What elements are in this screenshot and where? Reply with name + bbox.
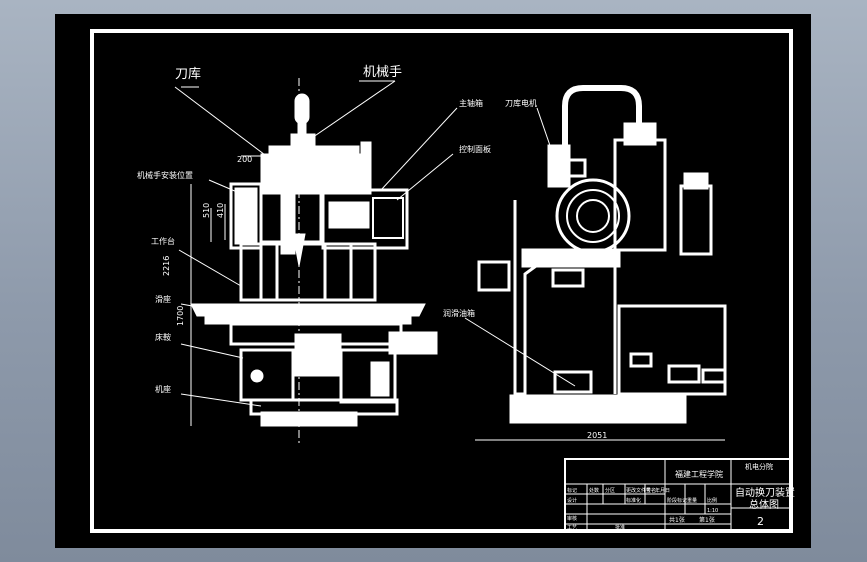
dim-510: 510 [202, 203, 211, 218]
label-lube-tank: 润滑油箱 [443, 308, 475, 318]
tb-subtitle: 总体图 [749, 498, 779, 511]
tb-stage: 阶段标记 [667, 497, 687, 504]
label-magazine-motor: 刀库电机 [505, 98, 537, 108]
tb-sign-3: 更改文件号 [626, 487, 651, 494]
label-worktable: 工作台 [151, 236, 175, 246]
dim-410: 410 [216, 203, 225, 218]
title-block: 福建工程学院 机电分院 自动换刀装置 总体图 2 标记 处数 分区 更改文件号 … [564, 458, 795, 532]
drawing-border [90, 29, 793, 533]
label-tool-magazine: 刀库 [175, 66, 201, 82]
tb-dept: 机电分院 [745, 462, 773, 471]
tb-process: 工艺 [567, 525, 577, 531]
label-spindle-box: 主轴箱 [459, 98, 483, 108]
dim-2051: 2051 [587, 431, 607, 440]
tb-sign-2: 分区 [605, 487, 615, 494]
tb-design: 设计 [567, 497, 577, 504]
dim-2216: 2216 [162, 256, 171, 276]
tb-sign-1: 处数 [589, 487, 599, 494]
label-bed: 机座 [155, 384, 171, 394]
dim-200: 200 [237, 155, 252, 164]
tb-std: 标准化 [626, 497, 641, 504]
tb-sheet-no: 2 [757, 515, 764, 528]
cad-drawing: 刀库 机械手 主轴箱 刀库电机 控制面板 机械手安装位置 工作台 滑座 床鞍 机… [90, 29, 795, 533]
dim-1700: 1700 [176, 306, 185, 326]
leaders [174, 80, 725, 441]
tb-company: 福建工程学院 [675, 469, 723, 479]
label-control-panel: 控制面板 [459, 144, 491, 154]
label-saddle: 滑座 [155, 294, 171, 304]
tb-sign-4: 签名 [646, 487, 656, 494]
tb-sheet-of: 第1张 [699, 516, 715, 524]
front-view [190, 78, 438, 444]
drawing-sheet: 刀库 机械手 主轴箱 刀库电机 控制面板 机械手安装位置 工作台 滑座 床鞍 机… [55, 14, 811, 548]
tb-scale-label: 比例 [707, 497, 717, 504]
tb-sign-0: 标记 [567, 487, 577, 494]
tb-sheets: 共1张 [669, 516, 685, 524]
label-manipulator: 机械手 [363, 65, 402, 80]
tb-approve: 审核 [567, 515, 577, 522]
tb-weight: 重量 [687, 497, 697, 504]
tb-sign-5: 年月日 [655, 487, 670, 494]
tb-approve2: 批准 [615, 524, 625, 531]
tb-scale: 1:10 [707, 508, 718, 514]
label-knee: 床鞍 [155, 332, 171, 342]
tb-title: 自动换刀装置 [735, 486, 795, 499]
side-view [477, 85, 727, 424]
label-manipulator-mount: 机械手安装位置 [137, 170, 193, 180]
